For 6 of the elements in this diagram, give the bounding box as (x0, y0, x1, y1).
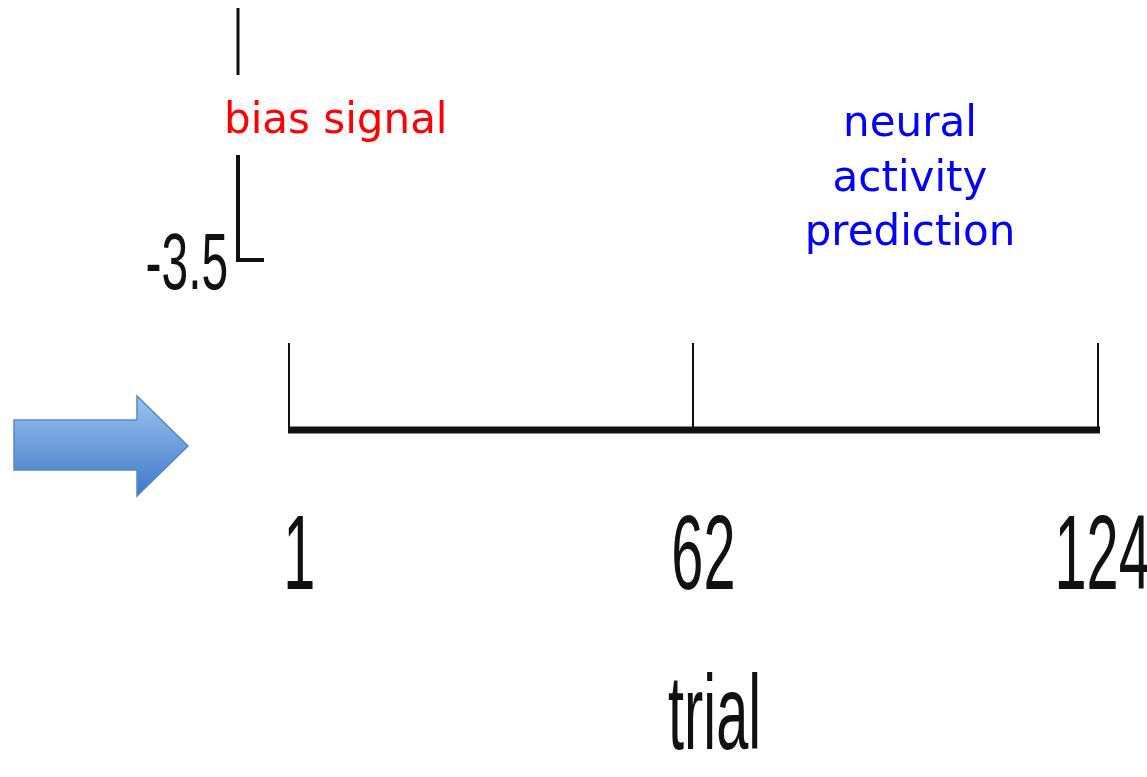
series-label: bias signal (224, 98, 448, 140)
axis-title: trial (668, 660, 762, 765)
series-label: neural activity prediction (803, 96, 1017, 258)
axis-tick-label: -3.5 (145, 222, 229, 302)
axis-tick-label: 62 (671, 500, 736, 605)
axis-tick-label: 1 (283, 500, 316, 605)
